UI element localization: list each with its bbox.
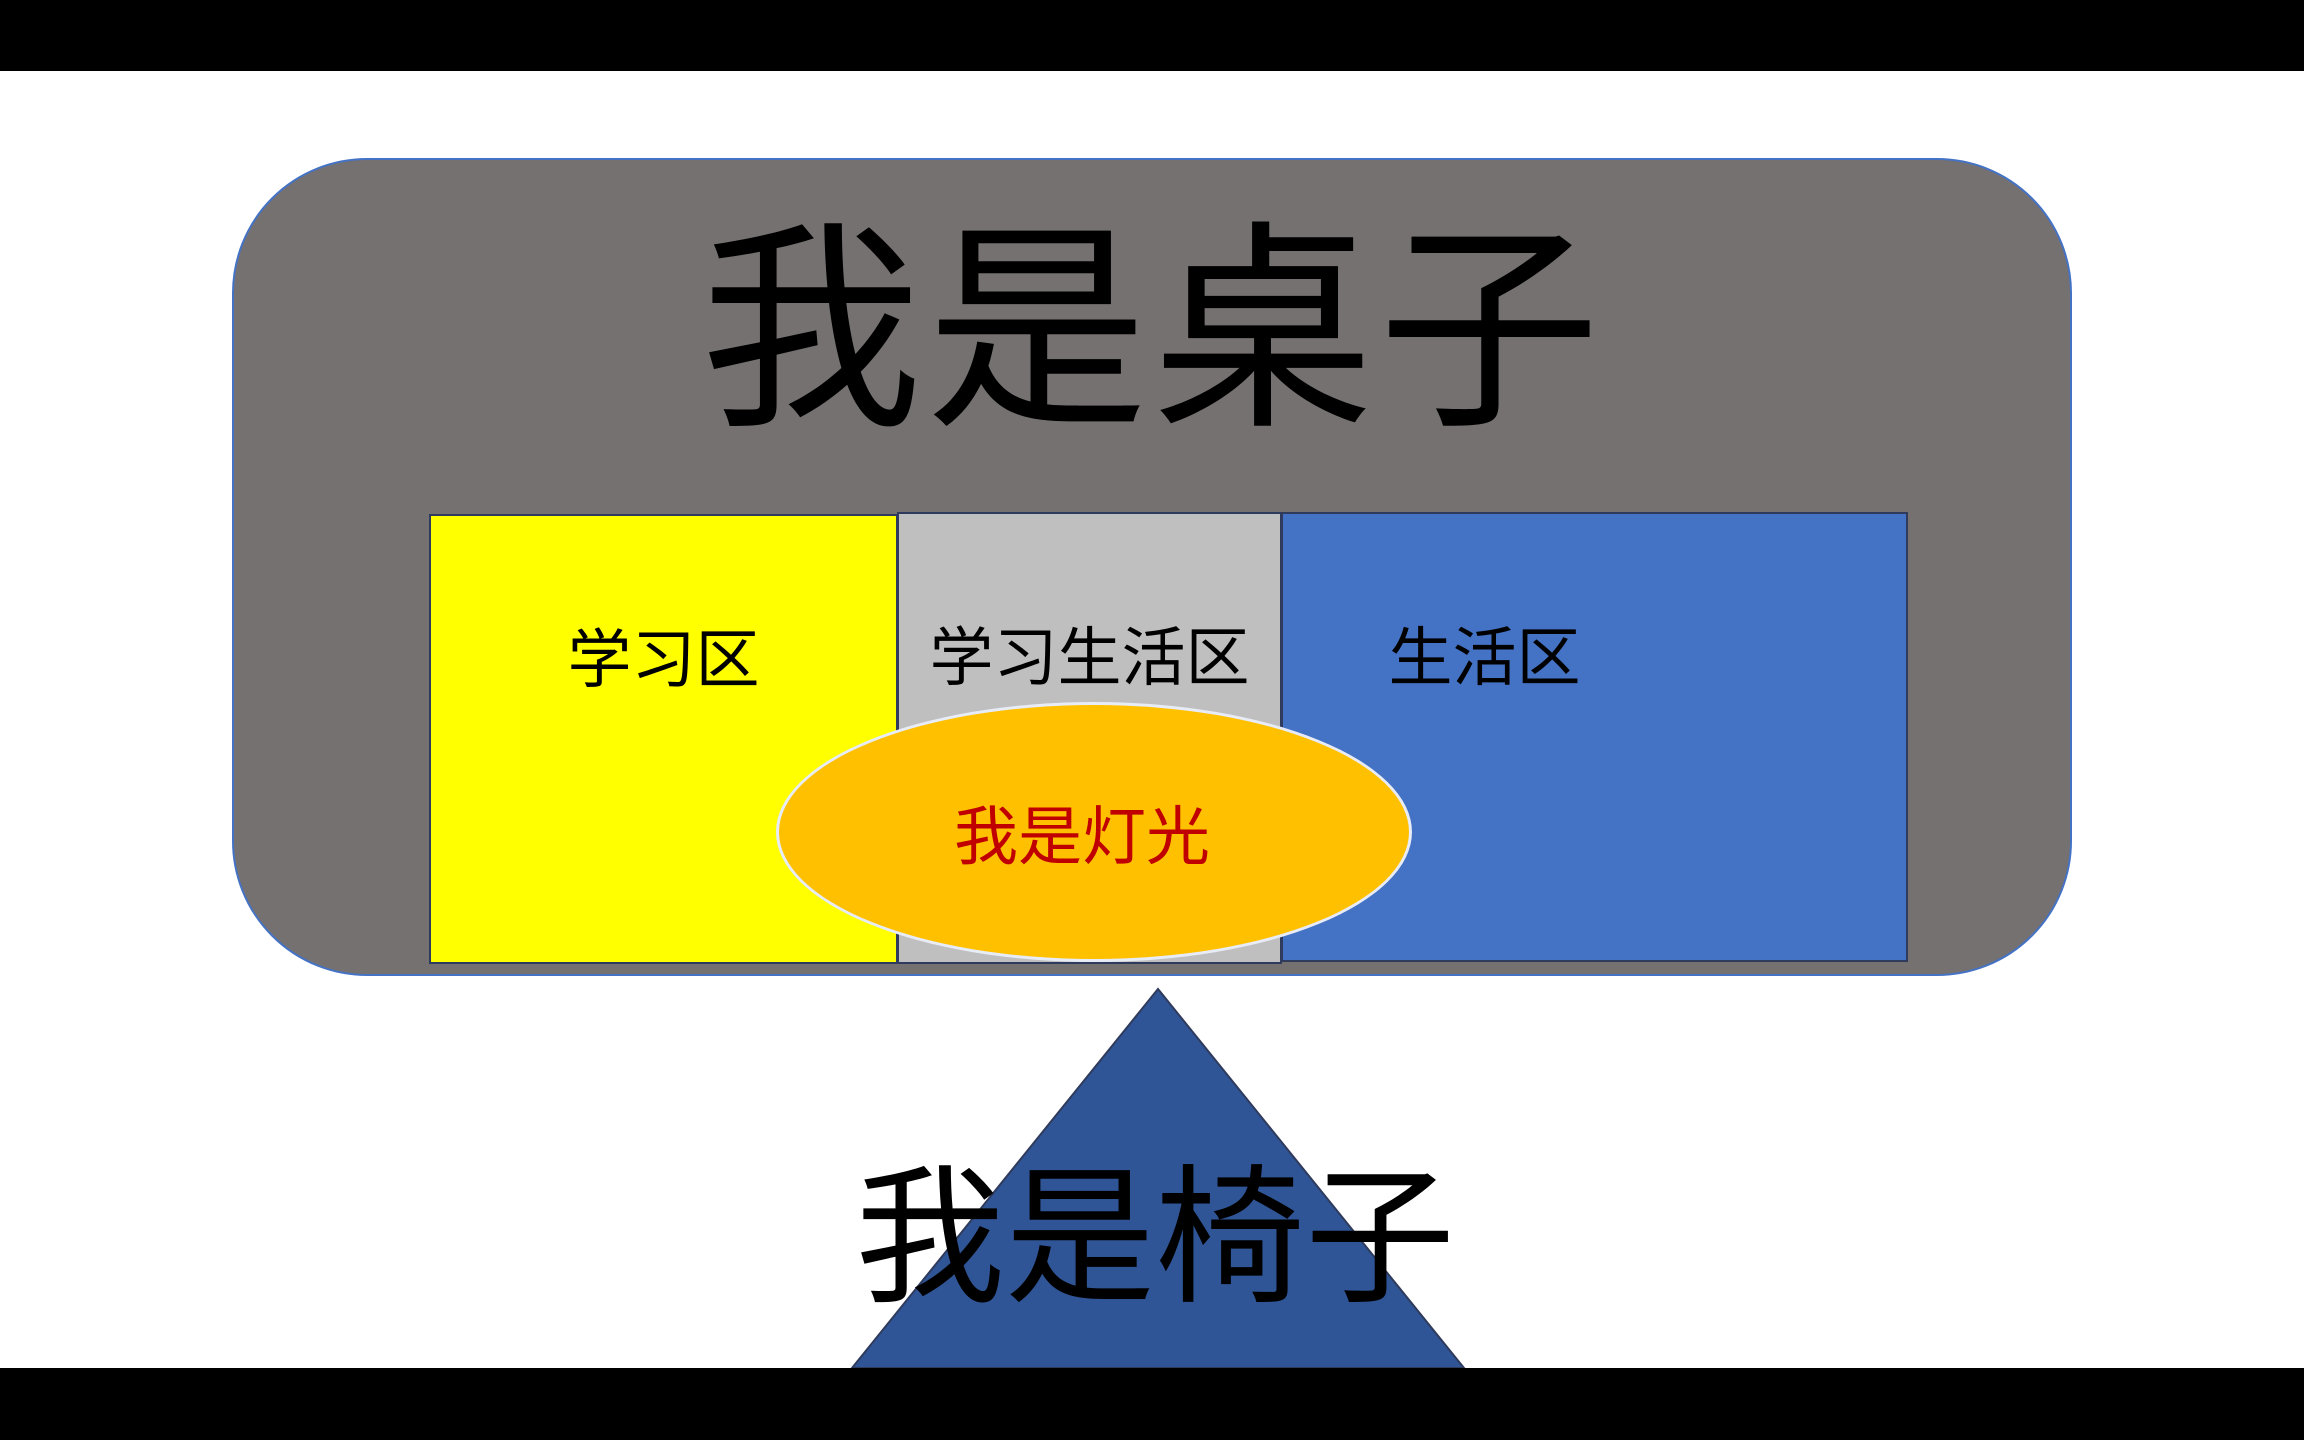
desk-title: 我是桌子 [700,203,1604,461]
study-life-zone-label: 学习生活区 [929,622,1250,696]
chair-triangle [850,987,1466,1368]
top-letterbox-bar [0,0,2304,71]
chair-title: 我是椅子 [854,1152,1455,1326]
life-zone-label: 生活区 [1388,622,1581,696]
light-label: 我是灯光 [954,801,1210,875]
life-zone: 生活区 [1281,512,1908,962]
study-zone-label: 学习区 [567,624,760,698]
bottom-letterbox-bar [0,1368,2304,1440]
chair-triangle-shape [850,987,1466,1368]
light-ellipse: 我是灯光 [776,702,1412,962]
slide-canvas: 我是桌子 学习区 学习生活区 生活区 我是灯光 我是椅子 [0,71,2304,1368]
